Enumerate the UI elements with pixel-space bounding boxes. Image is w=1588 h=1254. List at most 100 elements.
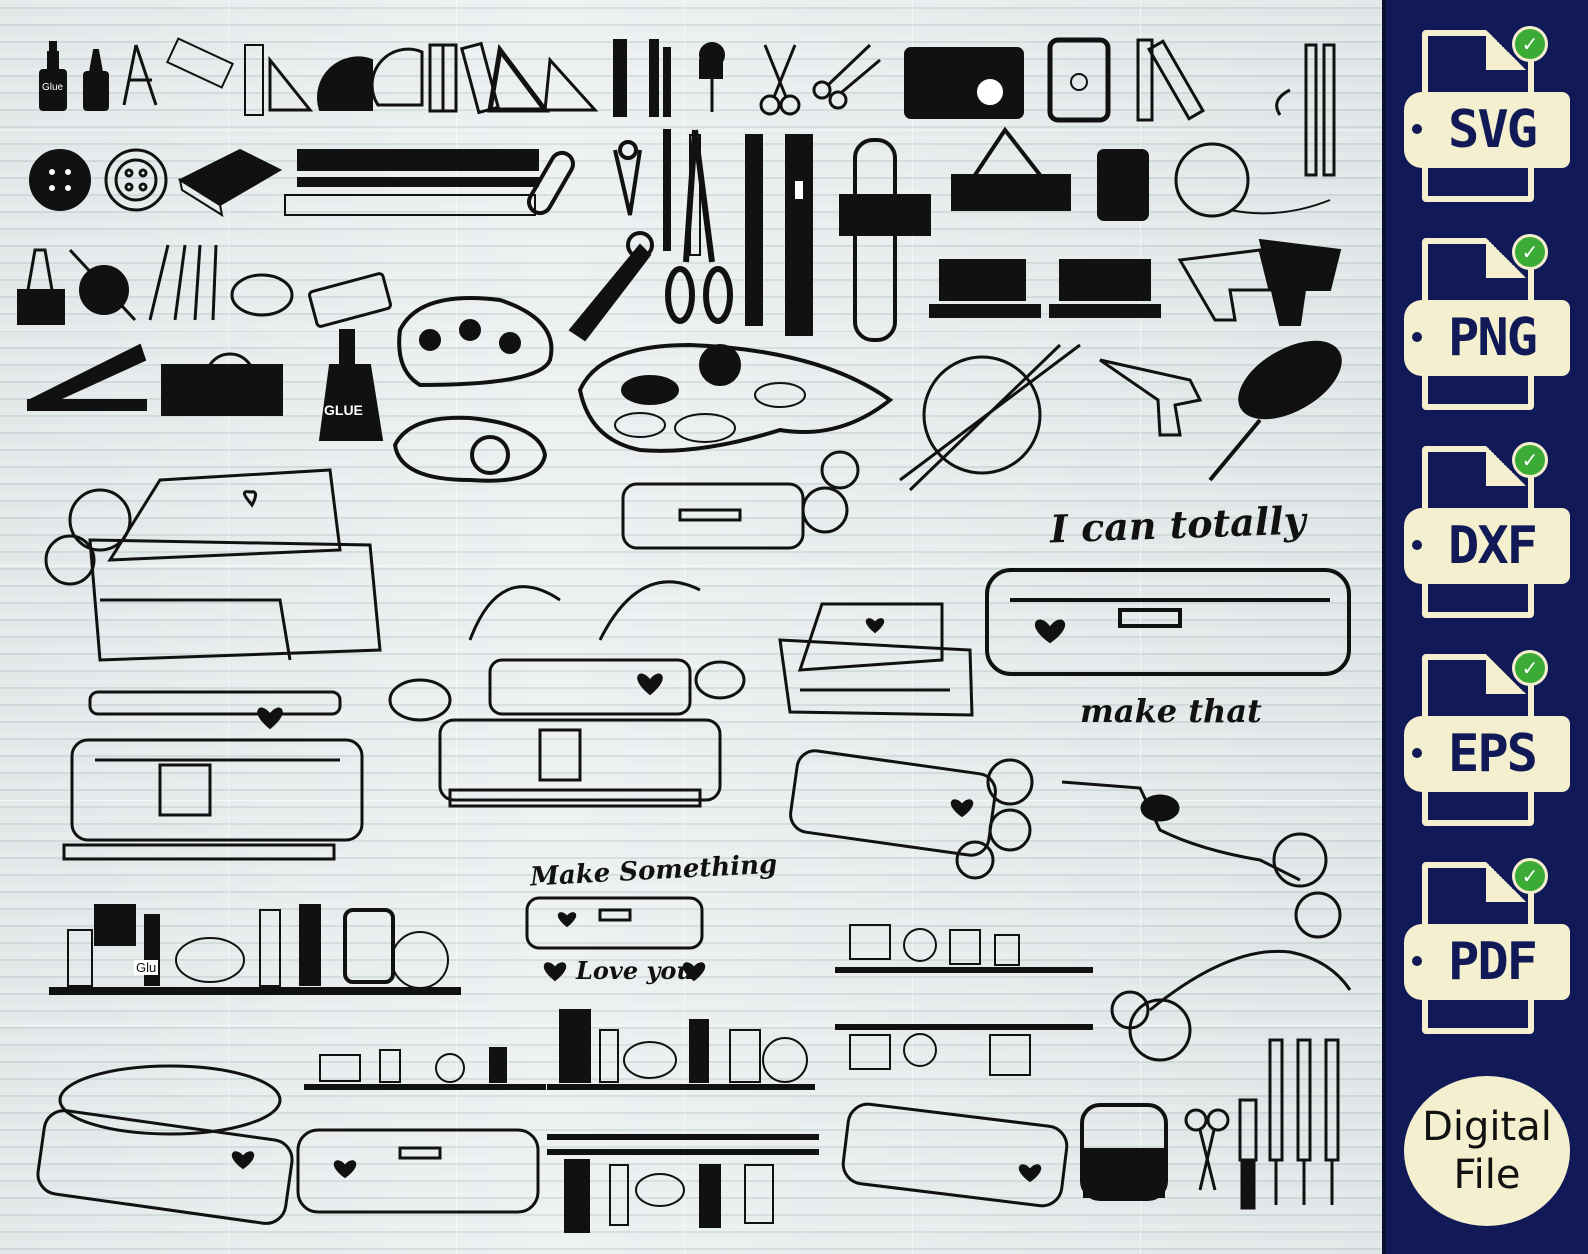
button-outline-icon: [104, 148, 168, 212]
heart-icon: [637, 673, 663, 696]
format-label: EPS: [1448, 724, 1538, 784]
set-square-icon: [268, 55, 314, 112]
glue-bottle-icon: [318, 329, 384, 441]
tile-divider: [456, 0, 457, 1254]
paper-clip-icon: [527, 140, 642, 216]
craft-knife-icon: [613, 39, 671, 117]
thread-spool-icon: [1097, 142, 1331, 221]
heart-icon: [231, 1151, 255, 1170]
heart-icon: [543, 912, 706, 982]
safety-pin-icon: [568, 231, 654, 342]
tile-divider: [0, 130, 1382, 131]
stapler-icon: [27, 343, 147, 411]
cutting-machine-icon: [525, 896, 704, 950]
craft-supplies-split-icon: [547, 1134, 819, 1233]
triangle-ruler-icon: [487, 43, 599, 113]
cutting-machine-icon: [296, 1128, 540, 1214]
love-you-text: Love you: [576, 956, 694, 985]
scissors-icon: [665, 129, 733, 324]
paint-palette-icon: [230, 273, 294, 317]
paint-palette-icon: [392, 296, 894, 483]
push-pin-icon: [699, 42, 725, 112]
ruler-icon: [165, 37, 264, 116]
tile-divider: [0, 565, 1382, 566]
cutting-machine-icon: [36, 1064, 294, 1225]
button-icon: [29, 149, 91, 211]
utility-knife-icon: [785, 134, 813, 336]
format-label: PDF: [1448, 932, 1538, 992]
quote-top-text: I can totally: [1049, 497, 1307, 552]
glue-gun-icon: [1099, 358, 1203, 437]
tile-divider: [684, 0, 685, 1254]
format-label: DXF: [1448, 516, 1538, 576]
paint-set-icon: [308, 272, 392, 328]
tag-hole-icon: [1412, 956, 1422, 966]
heart-icon: [1018, 1164, 1042, 1183]
glue-bottle-icon: [39, 41, 67, 111]
tag-hole-icon: [1412, 748, 1422, 758]
pen-icon: [663, 129, 763, 326]
checkmark-icon: ✓: [1512, 858, 1548, 894]
glue-bottle-icon: [83, 49, 109, 111]
format-tag: EPS: [1404, 716, 1570, 792]
heart-icon: [1035, 619, 1065, 644]
tile-divider: [912, 0, 913, 1254]
heart-icon: [950, 799, 974, 818]
digital-file-badge: Digital File: [1404, 1076, 1570, 1226]
pencil-icon: [1275, 43, 1336, 177]
paint-palette-icon: [419, 319, 806, 443]
weeding-tool-icon: [1238, 1038, 1340, 1210]
cutting-machine-icon: [621, 450, 860, 550]
hand-icon: [1110, 949, 1352, 1062]
glue-box-label: Glu: [134, 960, 159, 975]
tag-hole-icon: [1412, 332, 1422, 342]
craft-supplies-shelf-icon: [49, 904, 461, 995]
tape-dispenser-icon: [161, 352, 283, 416]
yarn-ball-icon: [68, 248, 137, 322]
scissors-icon: [759, 43, 881, 116]
cutting-machine-icon: [778, 602, 974, 717]
eraser-icon: [177, 148, 283, 218]
format-badge-png: ✓ PNG: [1404, 232, 1570, 410]
craft-clipart-set: [17, 37, 1352, 1233]
format-badge-svg: ✓ SVG: [1404, 24, 1570, 202]
compass-icon: [122, 44, 158, 106]
format-tag: DXF: [1404, 508, 1570, 584]
glue-label: Glue: [42, 82, 64, 93]
format-label: SVG: [1448, 100, 1538, 160]
craft-supplies-shelf-icon: [547, 1009, 815, 1090]
artwork-canvas: I can totally make that Make Something L…: [0, 0, 1382, 1254]
tag-hole-icon: [1412, 124, 1422, 134]
cutting-machine-icon: [388, 580, 746, 808]
cutting-machine-icon: [841, 1102, 1069, 1208]
checkmark-icon: ✓: [1512, 234, 1548, 270]
format-tag: SVG: [1404, 92, 1570, 168]
binder-clip-icon: [17, 248, 65, 325]
quote-bottom-text: make that: [1080, 692, 1262, 730]
cutting-machine-icon: [44, 468, 382, 662]
format-badge-eps: ✓ EPS: [1404, 648, 1570, 826]
digital-label: Digital: [1422, 1104, 1552, 1150]
pencil-sharpener-icon: [904, 37, 1111, 123]
file-label: File: [1453, 1152, 1521, 1198]
heart-icon: [257, 707, 283, 730]
push-pin-icon: [1208, 340, 1342, 482]
tile-divider: [228, 0, 229, 1254]
format-label: PNG: [1448, 308, 1538, 368]
format-tag: PDF: [1404, 924, 1570, 1000]
tag-hole-icon: [1412, 540, 1422, 550]
machine-tool-icon: [1080, 1103, 1168, 1201]
heart-icon: [333, 1160, 357, 1179]
format-badge-dxf: ✓ DXF: [1404, 440, 1570, 618]
checkmark-icon: ✓: [1512, 650, 1548, 686]
protractor-icon: [317, 56, 373, 111]
craft-supplies-shelf-icon: [835, 924, 1093, 1076]
tile-divider: [0, 330, 1382, 331]
format-tag: PNG: [1404, 300, 1570, 376]
yarn-ball-icon: [899, 343, 1081, 492]
heart-icon: [865, 618, 885, 634]
sewing-machine-icon: [929, 259, 1161, 318]
format-badge-pdf: ✓ PDF: [1404, 856, 1570, 1034]
ruler-icon: [428, 41, 501, 115]
protractor-outline-icon: [370, 47, 424, 107]
